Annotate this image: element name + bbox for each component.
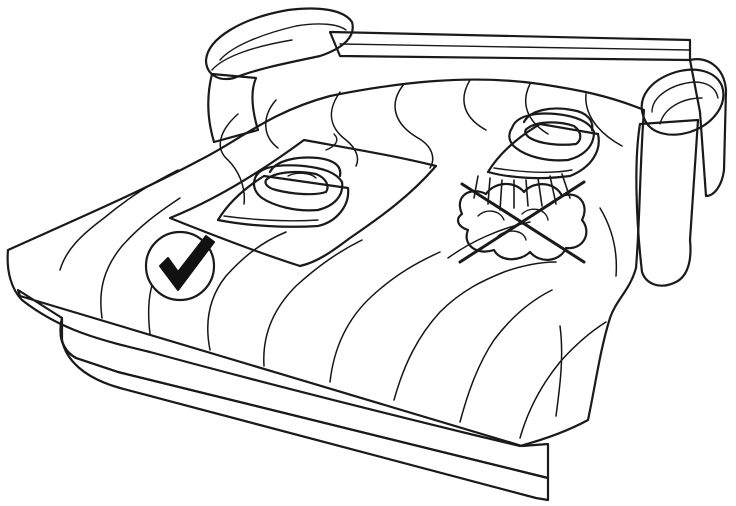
steam-streaks [474,174,570,210]
left-armrest [206,9,353,143]
cross-icon [460,182,584,262]
mattress-cover [8,80,644,446]
base-plinth [61,318,548,500]
iron-steam-icon [488,109,599,179]
mattress-front [18,290,548,478]
check-badge [146,232,214,300]
sofa-frame [18,9,726,501]
right-armrest [636,59,726,285]
iron-icon [218,158,348,227]
backrest-rail [330,32,690,60]
